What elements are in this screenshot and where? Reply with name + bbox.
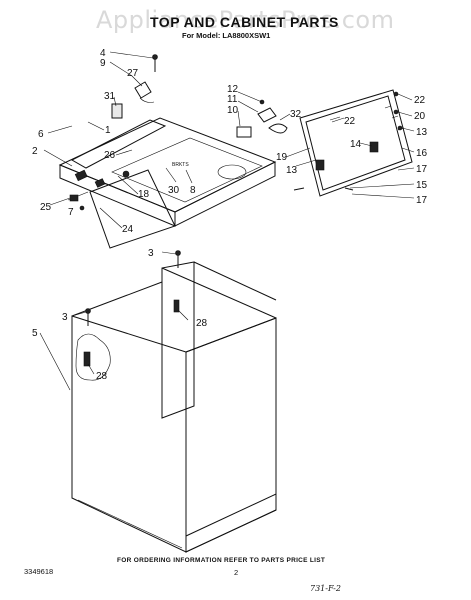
- base-tray-24: [67, 169, 176, 249]
- callout-30: 30: [168, 185, 180, 196]
- callout-5: 5: [32, 328, 38, 339]
- callout-25: 25: [40, 202, 52, 213]
- callout-13-right: 13: [416, 127, 428, 138]
- callout-22-middle: 22: [344, 116, 356, 127]
- callout-17-lower: 17: [416, 195, 428, 206]
- callout-24: 24: [122, 224, 134, 235]
- callout-2: 2: [32, 146, 38, 157]
- lid-panel: [293, 89, 413, 197]
- callout-26: 26: [104, 150, 116, 161]
- callout-3-upper: 3: [148, 248, 154, 259]
- callout-11: 11: [227, 94, 238, 105]
- callout-14: 14: [350, 139, 362, 150]
- callout-31: 31: [104, 91, 116, 102]
- callout-4: 4: [100, 48, 106, 59]
- hinge-bracket-31: [111, 81, 155, 119]
- callout-13-left: 13: [286, 165, 298, 176]
- callout-3-lower: 3: [62, 312, 68, 323]
- callout-6: 6: [38, 129, 44, 140]
- leader-lines: [39, 51, 415, 391]
- callout-28-upper: 28: [196, 318, 208, 329]
- callout-18: 18: [138, 189, 150, 200]
- document-number: 3349618: [24, 567, 54, 576]
- callout-22-right: 22: [414, 95, 426, 106]
- callout-20: 20: [414, 111, 426, 122]
- callout-9: 9: [100, 58, 106, 69]
- inline-tag: BRKTS: [172, 162, 189, 168]
- callout-32: 32: [290, 109, 302, 120]
- cabinet-5: [71, 261, 277, 553]
- watermark: AppliancePartsPros.com: [96, 6, 395, 34]
- callout-19: 19: [276, 152, 288, 163]
- callout-16: 16: [416, 148, 428, 159]
- page-number: 2: [234, 568, 239, 577]
- callout-10: 10: [227, 105, 239, 116]
- screw-3-lower: [85, 308, 91, 326]
- page-title: TOP AND CABINET PARTS: [150, 14, 339, 30]
- callout-labels: 4 9 27 31 6 1 2 26 BRKTS 18 30 8 25 7 24…: [32, 48, 428, 382]
- screw-3-upper: [175, 250, 181, 268]
- callout-28-lower: 28: [96, 371, 108, 382]
- callout-8: 8: [190, 185, 196, 196]
- callout-7: 7: [68, 207, 74, 218]
- callout-17-upper: 17: [416, 164, 428, 175]
- callout-27: 27: [127, 68, 139, 79]
- model-line: For Model: LA8800XSW1: [182, 31, 271, 40]
- screw-4: [152, 54, 158, 72]
- lid-switch-parts: [236, 99, 288, 138]
- callout-15: 15: [416, 180, 428, 191]
- ordering-note: FOR ORDERING INFORMATION REFER TO PARTS …: [117, 557, 326, 564]
- callout-12: 12: [227, 84, 239, 95]
- callout-1: 1: [105, 125, 111, 136]
- handwritten-mark: 731-F-2: [310, 584, 341, 593]
